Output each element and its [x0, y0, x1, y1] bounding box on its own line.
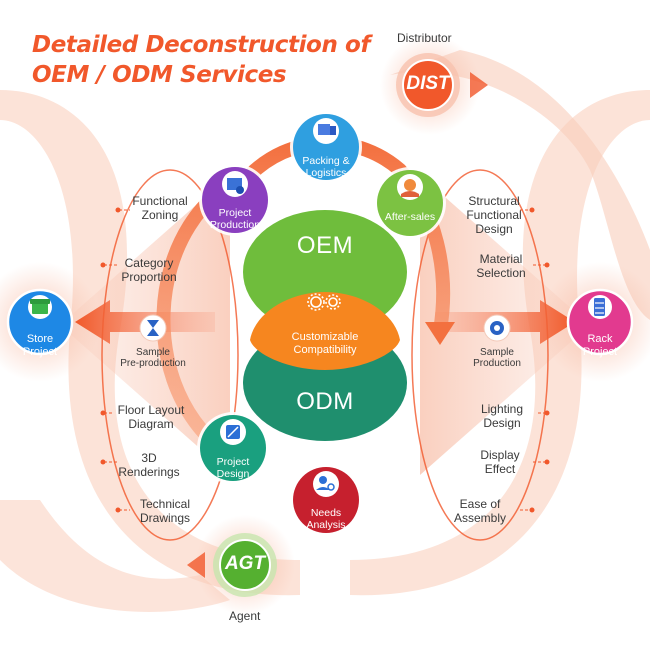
project-production-node	[199, 164, 271, 236]
left-outline-ring	[101, 169, 239, 541]
left-swoosh	[0, 90, 300, 596]
packing-label: Packing & Logistics	[302, 155, 350, 179]
rack-project-node	[566, 288, 634, 356]
right-label-ease-of-assembly: Ease of Assembly	[453, 497, 506, 525]
sample-preproduction-icon	[139, 314, 167, 342]
right-swoosh	[350, 90, 650, 596]
right-outline-ring	[411, 169, 549, 541]
sample-preproduction-label: Sample Pre-production	[120, 347, 186, 369]
left-connectors	[104, 209, 130, 511]
project-design-label: Project Design	[216, 456, 250, 480]
right-label-lighting-design: Lighting Design	[480, 402, 524, 430]
left-label-functional-zoning: Functional Zoning	[132, 194, 188, 222]
dist-badge: DIST	[406, 73, 450, 94]
rack-project-label: Rack Project	[582, 333, 618, 358]
needs-analysis-label: Needs Analysis	[306, 507, 346, 531]
cycle-arc-arrowhead	[425, 322, 455, 345]
right-connectors	[520, 209, 546, 511]
top-swoosh	[390, 50, 650, 320]
agt-badge-shape	[187, 533, 277, 597]
bottom-swoosh	[0, 500, 230, 612]
dist-pointer	[470, 72, 488, 98]
title-line-2: OEM / ODM Services	[32, 62, 287, 88]
after-sales-node	[374, 167, 446, 239]
odm-label: ODM	[296, 388, 354, 415]
left-label-technical-drawings: Technical Drawings	[139, 497, 191, 525]
needs-analysis-node	[290, 464, 362, 536]
right-connector-dots	[529, 207, 550, 513]
right-label-display-effect: Display Effect	[480, 448, 520, 476]
packing-node	[290, 111, 362, 183]
agent-label: Agent	[229, 609, 261, 623]
oem-label: OEM	[296, 232, 354, 259]
title-line-1: Detailed Deconstruction of	[32, 32, 371, 58]
left-label-3d-renderings: 3D Renderings	[118, 451, 180, 479]
sample-production-label: Sample Production	[473, 347, 521, 369]
dist-badge-shape	[396, 53, 488, 117]
distributor-label: Distributor	[397, 31, 452, 45]
agt-pointer	[187, 552, 205, 578]
right-label-material-selection: Material Selection	[476, 252, 526, 280]
project-production-label: Project Production	[209, 207, 261, 231]
left-label-category-proportion: Category Proportion	[121, 256, 177, 284]
overlap-label: Customizable Compatibility	[291, 331, 359, 356]
after-sales-label: After-sales	[384, 211, 436, 223]
overlap-region	[250, 292, 400, 370]
sample-production-icon	[483, 314, 511, 342]
project-design-node	[197, 412, 269, 484]
left-label-floor-layout: Floor Layout Diagram	[117, 403, 185, 431]
store-project-label: Store Project	[22, 333, 58, 358]
left-connector-dots	[100, 207, 121, 513]
page-title: Detailed Deconstruction of OEM / ODM Ser…	[32, 30, 370, 90]
right-label-structural-design: Structural Functional Design	[466, 194, 522, 236]
agt-badge: AGT	[224, 553, 266, 574]
store-project-node	[6, 288, 74, 356]
gears-glyph	[307, 293, 341, 311]
